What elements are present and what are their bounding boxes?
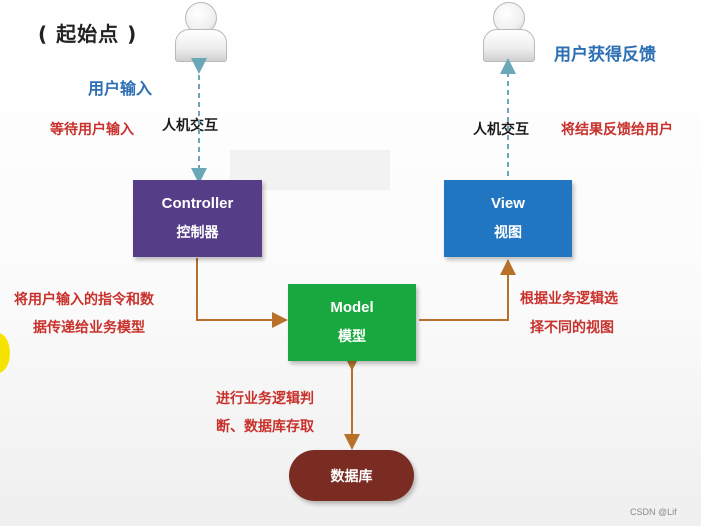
controller-box: Controller 控制器 xyxy=(133,180,262,257)
yellow-marker xyxy=(0,333,10,373)
controller-to-model-text-1: 将用户输入的指令和数 xyxy=(14,292,154,308)
arrow-model-view xyxy=(419,259,516,321)
model-to-view-text-2: 择不同的视图 xyxy=(530,320,614,336)
hci-right-label: 人机交互 xyxy=(473,122,529,138)
model-subtitle: 模型 xyxy=(338,329,366,345)
user-icon-input xyxy=(175,2,227,62)
database-node: 数据库 xyxy=(289,450,414,501)
arrow-controller-model xyxy=(196,258,288,328)
controller-to-model-text-2: 据传递给业务模型 xyxy=(33,320,145,336)
return-feedback-label: 将结果反馈给用户 xyxy=(561,122,673,138)
start-label: ( 起始点 ) xyxy=(38,22,138,46)
model-db-text-1: 进行业务逻辑判 xyxy=(216,391,314,407)
model-db-text-2: 断、数据库存取 xyxy=(216,419,314,435)
watermark: CSDN @Lif xyxy=(630,507,677,517)
view-title: View xyxy=(491,195,525,212)
model-to-view-text-1: 根据业务逻辑选 xyxy=(520,291,618,307)
controller-subtitle: 控制器 xyxy=(176,225,219,241)
wait-input-label: 等待用户输入 xyxy=(50,122,134,138)
model-box: Model 模型 xyxy=(288,284,416,361)
view-box: View 视图 xyxy=(444,180,572,257)
controller-title: Controller xyxy=(161,195,234,212)
user-feedback-label: 用户获得反馈 xyxy=(554,45,656,65)
user-input-label: 用户输入 xyxy=(88,79,153,98)
database-label: 数据库 xyxy=(330,468,373,485)
model-title: Model xyxy=(330,299,374,316)
view-subtitle: 视图 xyxy=(494,225,522,241)
